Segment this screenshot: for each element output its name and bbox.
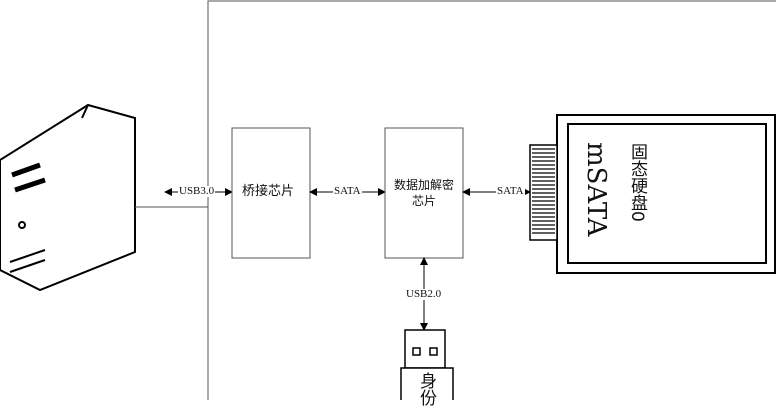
bridge-chip-block xyxy=(231,127,311,259)
sata-right-label: SATA xyxy=(496,185,525,197)
msata-title: mSATA xyxy=(581,142,611,237)
bridge-chip-label: 桥接芯片 xyxy=(242,184,295,199)
crypto-chip-label: 数据加解密芯片 xyxy=(393,178,454,208)
msata-subtitle: 固态硬盘0 xyxy=(627,143,647,222)
usb2-label: USB2.0 xyxy=(405,288,443,300)
usb-key-icon xyxy=(400,329,454,400)
sata-left-label: SATA xyxy=(333,185,362,197)
id-key-label: 身份 xyxy=(416,372,436,406)
msata-card-icon xyxy=(529,114,776,274)
host-computer-icon xyxy=(0,103,136,292)
usb3-label: USB3.0 xyxy=(178,185,216,197)
device-enclosure xyxy=(207,0,776,400)
